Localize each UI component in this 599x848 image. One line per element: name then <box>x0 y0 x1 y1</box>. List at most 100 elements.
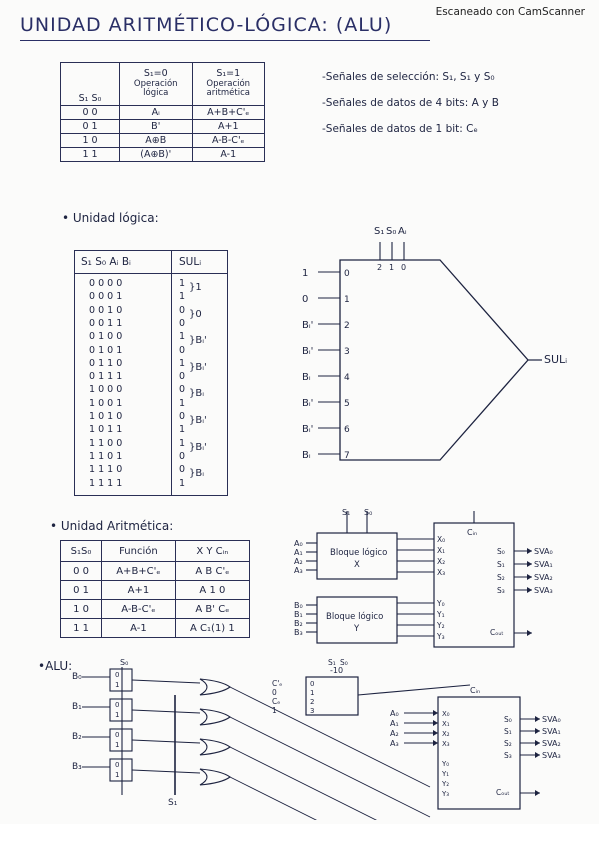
arrow-head <box>433 730 438 736</box>
alu-mux-index: 0 <box>115 671 119 679</box>
logic-row-output: 0 <box>179 344 186 356</box>
logic-brace-label: }Bᵢ <box>189 388 205 400</box>
logic-row-output: 1 <box>179 278 186 289</box>
note-data-4bit: -Señales de datos de 4 bits: A y B <box>322 97 499 109</box>
alu-sva-label: SVA₂ <box>542 739 561 748</box>
logic-brace-label: }Bᵢ' <box>189 361 207 373</box>
alu-wire <box>131 679 201 684</box>
alu-xor-gate <box>199 678 231 696</box>
mux-input-index: 0 <box>344 269 350 279</box>
alu-cin-wire <box>357 684 471 696</box>
mux-input-index: 1 <box>344 295 350 305</box>
logic-brace-label: }1 <box>189 282 202 293</box>
alu-mux-index: 0 <box>115 701 119 709</box>
alu-heading: •ALU: <box>38 659 73 673</box>
logic-row-inputs: 1 1 1 1 <box>89 477 123 489</box>
sel-col3-header: S₁=1 Operación aritmética <box>191 62 265 106</box>
arrow-head <box>527 630 532 636</box>
logic-row-output: 0 <box>179 371 186 383</box>
mux-select-bit: 1 <box>389 263 394 272</box>
logic-row-output: 0 <box>179 317 186 329</box>
arrow-head <box>527 587 532 593</box>
y-label: Y₀ <box>436 599 445 608</box>
x-label: X₀ <box>437 535 445 544</box>
mux-input-index: 3 <box>344 347 350 357</box>
sum-out-label: S₃ <box>497 586 505 595</box>
logic-row-inputs: 0 0 1 1 <box>89 317 123 329</box>
alu-mux-index: 0 <box>115 731 119 739</box>
alu-x-label: X₀ <box>442 710 450 718</box>
logic-row-inputs: 1 1 1 0 <box>89 464 123 476</box>
mux-input-label: Bᵢ <box>302 372 311 383</box>
sum-out-label: S₁ <box>497 560 505 569</box>
alu-ce-input-label: Cₑ <box>272 697 280 706</box>
mux-select-label: Aᵢ <box>398 226 407 237</box>
b-input-label: B₁ <box>294 610 303 619</box>
alu-cout-label: Cₒᵤₜ <box>496 788 510 797</box>
alu-sum-label: S₁ <box>504 727 512 736</box>
alu-ce-input-label: 1 <box>272 706 277 715</box>
logic-row-output: 0 <box>179 384 186 396</box>
alu-mux-2to1 <box>109 728 133 752</box>
alu-xor-gate <box>199 708 231 726</box>
mux-select-label: S₀ <box>386 226 396 237</box>
alu-sva-label: SVA₃ <box>542 751 561 760</box>
alu-mux-index: 1 <box>115 771 119 779</box>
logic-row-inputs: 0 0 1 0 <box>89 304 123 316</box>
mux-input-label: Bᵢ' <box>302 346 313 357</box>
alu-y-label: Y₁ <box>441 770 449 778</box>
sva-label: SVA₂ <box>534 573 553 582</box>
logic-row-output: 1 <box>179 331 186 343</box>
mux-select-bit: 2 <box>377 263 382 272</box>
alu-a-label: A₁ <box>390 719 399 728</box>
alu-y-wire <box>229 686 431 788</box>
table-row: 1 1(A⊕B)'A-1 <box>60 147 265 162</box>
mux-input-index: 4 <box>344 373 350 383</box>
x-label: X₃ <box>437 568 445 577</box>
alu-wire <box>131 739 201 744</box>
block-y-name: Y <box>353 624 360 634</box>
arith-unit-heading: • Unidad Aritmética: <box>50 519 174 533</box>
logic-row-inputs: 0 1 0 1 <box>89 344 123 356</box>
alu-b-input-label: B₁ <box>72 702 82 712</box>
alu-wire <box>131 709 201 714</box>
mux-input-label: Bᵢ' <box>302 320 313 331</box>
a-input-label: A₀ <box>294 539 303 548</box>
logic-brace-label: }Bᵢ' <box>189 441 207 453</box>
logic-row-inputs: 0 0 0 1 <box>89 291 123 303</box>
alu-ce-sel-label: S₀ <box>340 658 348 667</box>
arrow-head <box>433 740 438 746</box>
alu-y-label: Y₀ <box>441 760 449 768</box>
alu-mux-index: 1 <box>115 711 119 719</box>
alu-ce-mux-idx: 2 <box>310 698 314 706</box>
mux-input-label: Bᵢ' <box>302 424 313 435</box>
sel-label: S₁ <box>342 508 350 517</box>
a-input-label: A₂ <box>294 557 303 566</box>
logic-row-inputs: 1 0 0 1 <box>89 397 123 409</box>
mux-input-index: 5 <box>344 399 350 409</box>
x-label: X₂ <box>437 557 445 566</box>
mux-input-label: 1 <box>302 268 308 279</box>
b-input-label: B₂ <box>294 619 303 628</box>
footer-bar <box>0 824 599 848</box>
alu-sva-label: SVA₀ <box>542 715 561 724</box>
arrow-head <box>527 548 532 554</box>
sum-out-label: S₀ <box>497 547 505 556</box>
arrow-head <box>433 720 438 726</box>
mux-body <box>339 259 529 461</box>
alu-ce-sel: -10 <box>330 666 343 675</box>
block-x-label: Bloque lógico <box>330 547 387 558</box>
sel-col2-header: S₁=0 Operación lógica <box>119 62 193 106</box>
a-input-label: A₃ <box>294 566 303 575</box>
alu-y-wire <box>229 776 318 820</box>
x-label: X₁ <box>437 546 445 555</box>
sva-label: SVA₃ <box>534 586 553 595</box>
alu-ce-input-label: C'ₑ <box>272 679 282 688</box>
